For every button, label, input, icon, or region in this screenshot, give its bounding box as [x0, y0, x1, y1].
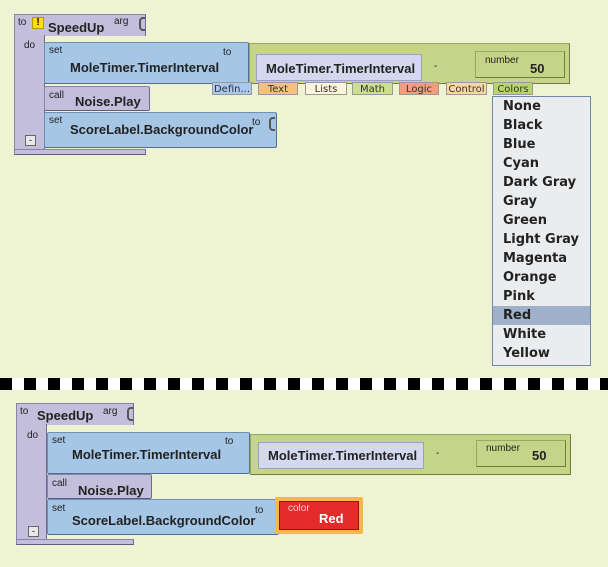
checkered-divider — [0, 378, 608, 390]
arg-socket[interactable] — [139, 17, 145, 31]
menu-item-red[interactable]: Red — [493, 306, 590, 325]
operator[interactable]: - — [434, 61, 438, 72]
to-label: to — [255, 505, 264, 516]
collapse-button[interactable]: - — [28, 526, 39, 537]
set-background-color-block[interactable] — [47, 499, 279, 535]
to-label: to — [20, 406, 29, 417]
number-value[interactable]: 50 — [530, 61, 545, 76]
call-label: call — [52, 478, 68, 489]
set-label: set — [49, 45, 63, 56]
procedure-block-footer — [16, 539, 134, 545]
menu-item-blue[interactable]: Blue — [503, 137, 536, 152]
arg-label: arg — [103, 406, 118, 417]
to-label: to — [252, 117, 261, 128]
getter-block[interactable] — [258, 442, 424, 469]
tab-control[interactable]: Control — [446, 82, 487, 95]
menu-item-light-gray[interactable]: Light Gray — [503, 232, 579, 247]
set-label: set — [52, 435, 66, 446]
property-name: ScoreLabel.BackgroundColor — [70, 122, 254, 137]
set-timer-interval-block[interactable] — [44, 42, 249, 84]
tab-math[interactable]: Math — [352, 82, 393, 95]
menu-item-white[interactable]: White — [503, 327, 547, 342]
tab-text[interactable]: Text — [258, 82, 298, 95]
menu-item-magenta[interactable]: Magenta — [503, 251, 568, 266]
property-name: MoleTimer.TimerInterval — [70, 60, 220, 75]
color-red-block[interactable] — [279, 501, 359, 530]
menu-item-green[interactable]: Green — [503, 213, 547, 228]
collapse-button[interactable]: - — [25, 135, 36, 146]
do-label: do — [24, 40, 36, 51]
tab-lists[interactable]: Lists — [305, 82, 347, 95]
tab-colors[interactable]: Colors — [493, 82, 533, 95]
arg-label: arg — [114, 16, 129, 27]
color-value[interactable]: Red — [319, 511, 344, 526]
getter-block[interactable] — [256, 54, 422, 81]
tab-definition[interactable]: Defin... — [212, 82, 252, 95]
set-label: set — [49, 115, 63, 126]
menu-item-gray[interactable]: Gray — [503, 194, 537, 209]
procedure-block[interactable] — [16, 403, 134, 425]
operator[interactable]: - — [436, 448, 440, 459]
color-label: color — [288, 503, 310, 514]
colors-dropdown-menu[interactable]: None Black Blue Cyan Dark Gray Gray Gree… — [492, 96, 591, 366]
property-name: MoleTimer.TimerInterval — [72, 447, 222, 462]
to-label: to — [223, 47, 232, 58]
warning-icon[interactable]: ! — [32, 17, 44, 29]
number-block[interactable] — [475, 51, 565, 78]
number-label: number — [485, 55, 519, 66]
menu-item-pink[interactable]: Pink — [503, 289, 535, 304]
menu-item-cyan[interactable]: Cyan — [503, 156, 540, 171]
call-label: call — [49, 90, 65, 101]
method-name: Noise.Play — [75, 94, 141, 109]
do-label: do — [27, 430, 39, 441]
menu-item-dark-gray[interactable]: Dark Gray — [503, 175, 577, 190]
set-timer-interval-block[interactable] — [47, 432, 250, 474]
menu-item-none[interactable]: None — [503, 99, 541, 114]
menu-item-black[interactable]: Black — [503, 118, 543, 133]
procedure-block-footer — [14, 149, 146, 155]
getter-name: MoleTimer.TimerInterval — [268, 448, 418, 463]
number-block[interactable] — [476, 440, 566, 467]
procedure-name[interactable]: SpeedUp — [37, 408, 94, 423]
getter-name: MoleTimer.TimerInterval — [266, 61, 416, 76]
arg-socket[interactable] — [127, 407, 133, 421]
procedure-name[interactable]: SpeedUp — [48, 20, 105, 35]
before-section: to ! SpeedUp arg do - set MoleTimer.Time… — [14, 14, 591, 366]
to-label: to — [225, 436, 234, 447]
call-noise-play-block[interactable] — [44, 86, 150, 111]
number-value[interactable]: 50 — [532, 448, 547, 463]
property-name: ScoreLabel.BackgroundColor — [72, 513, 256, 528]
number-label: number — [486, 443, 520, 454]
method-name: Noise.Play — [78, 483, 144, 498]
after-section: to SpeedUp arg do - set MoleTimer.TimerI… — [0, 390, 608, 567]
tab-logic[interactable]: Logic — [399, 82, 439, 95]
to-socket[interactable] — [269, 117, 275, 131]
procedure-block[interactable] — [14, 14, 146, 36]
call-noise-play-block[interactable] — [47, 474, 152, 499]
set-label: set — [52, 503, 66, 514]
set-background-color-block[interactable] — [44, 112, 277, 148]
to-label: to — [18, 17, 27, 28]
menu-item-orange[interactable]: Orange — [503, 270, 557, 285]
menu-item-yellow[interactable]: Yellow — [503, 346, 550, 361]
